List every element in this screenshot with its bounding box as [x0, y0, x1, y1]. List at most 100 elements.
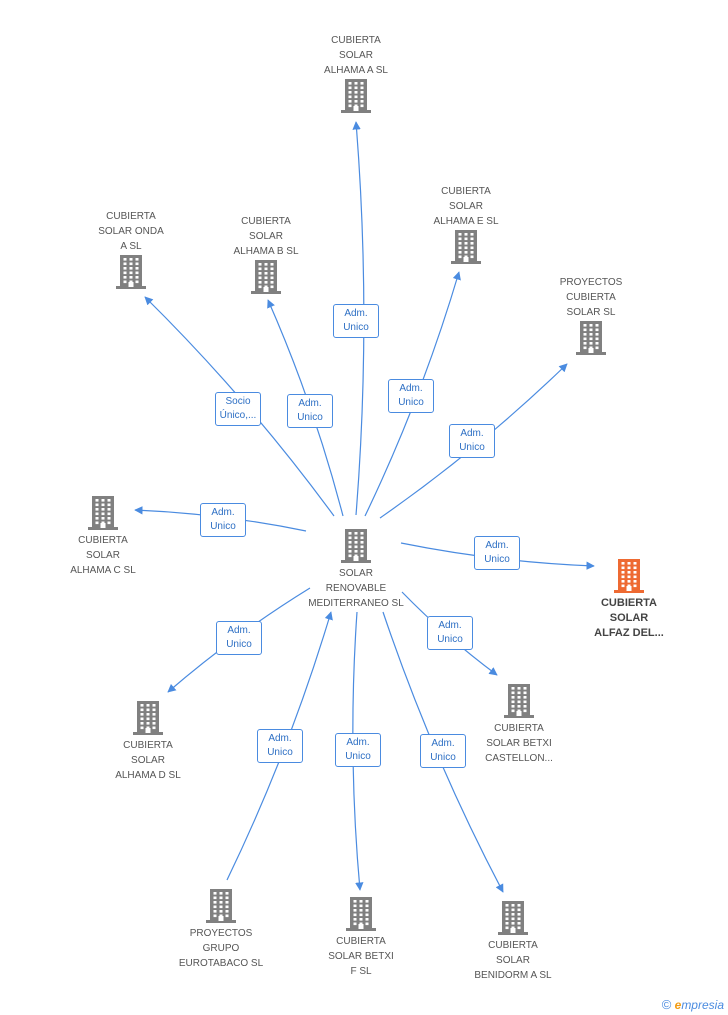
node-label-line: CUBIERTA	[106, 211, 156, 222]
node-label: CUBIERTA SOLAR BETXI CASTELLON...	[459, 721, 579, 766]
edge-label-proyectos-cubierta[interactable]: Adm. Unico	[449, 424, 495, 458]
node-alhama-e[interactable]: CUBIERTA SOLAR ALHAMA E SL	[406, 184, 526, 265]
edge-label-line: Adm.	[298, 398, 322, 409]
node-label-line: SOLAR SL	[566, 307, 616, 318]
edge-label-alhama-a[interactable]: Adm. Unico	[333, 304, 379, 338]
node-label-line: CUBIERTA	[123, 740, 173, 751]
node-label-line: SOLAR ONDA	[98, 226, 164, 237]
node-label: PROYECTOS CUBIERTA SOLAR SL	[531, 275, 651, 320]
brand-logo-e: e	[674, 998, 682, 1012]
edge-label-line: Adm.	[431, 738, 455, 749]
node-label-line: ALFAZ DEL...	[594, 627, 664, 639]
edge-label-line: Adm.	[485, 540, 509, 551]
edge-label-line: Adm.	[460, 428, 484, 439]
node-betxi-castellon[interactable]: CUBIERTA SOLAR BETXI CASTELLON...	[459, 683, 579, 766]
edge-label-line: Adm.	[344, 308, 368, 319]
edge-label-line: Unico	[210, 521, 236, 532]
node-alhama-d[interactable]: CUBIERTA SOLAR ALHAMA D SL	[88, 700, 208, 783]
edge-label-alhama-b[interactable]: Adm. Unico	[287, 394, 333, 428]
edge-label-line: Unico	[226, 639, 252, 650]
node-label: CUBIERTA SOLAR ALHAMA E SL	[406, 184, 526, 229]
node-label-line: CUBIERTA	[441, 186, 491, 197]
node-label: CUBIERTA SOLAR ALHAMA D SL	[88, 738, 208, 783]
node-label: SOLAR RENOVABLE MEDITERRANEO SL	[296, 566, 416, 611]
node-onda[interactable]: CUBIERTA SOLAR ONDA A SL	[71, 209, 191, 290]
edge-label-line: Unico	[430, 752, 456, 763]
node-label-line: SOLAR	[86, 550, 120, 561]
node-center[interactable]: SOLAR RENOVABLE MEDITERRANEO SL	[296, 528, 416, 611]
node-label-line: CUBIERTA	[488, 940, 538, 951]
empresia-brand[interactable]: © empresia	[662, 997, 724, 1012]
building-icon	[206, 259, 326, 295]
edge-label-line: Unico	[437, 634, 463, 645]
node-label-line: SOLAR BETXI	[486, 738, 552, 749]
node-label-line: CUBIERTA	[494, 723, 544, 734]
node-label-line: CUBIERTA	[78, 535, 128, 546]
node-label-line: F SL	[350, 966, 372, 977]
edge-label-betxi-f[interactable]: Adm. Unico	[335, 733, 381, 767]
building-icon	[301, 896, 421, 932]
edge-label-line: Adm.	[399, 383, 423, 394]
building-icon	[71, 254, 191, 290]
edge-label-line: Unico	[343, 322, 369, 333]
node-label-line: SOLAR	[496, 955, 530, 966]
edge-label-line: Unico	[459, 442, 485, 453]
edge-label-alhama-c[interactable]: Adm. Unico	[200, 503, 246, 537]
building-icon	[531, 320, 651, 356]
node-label-line: SOLAR	[609, 612, 649, 624]
brand-logo-text: mpresia	[681, 998, 724, 1012]
building-icon	[43, 495, 163, 531]
node-label-line: SOLAR BETXI	[328, 951, 394, 962]
node-label: CUBIERTA SOLAR ALHAMA C SL	[43, 533, 163, 578]
node-label-line: ALHAMA C SL	[70, 565, 136, 576]
building-icon	[296, 78, 416, 114]
node-label-line: SOLAR	[249, 231, 283, 242]
node-benidorm[interactable]: CUBIERTA SOLAR BENIDORM A SL	[453, 900, 573, 983]
edge-label-alhama-e[interactable]: Adm. Unico	[388, 379, 434, 413]
node-alhama-c[interactable]: CUBIERTA SOLAR ALHAMA C SL	[43, 495, 163, 578]
node-label-line: A SL	[120, 241, 142, 252]
node-label: CUBIERTA SOLAR ONDA A SL	[71, 209, 191, 254]
edge-label-line: Unico	[398, 397, 424, 408]
node-label-line: SOLAR	[449, 201, 483, 212]
edge-label-line: Adm.	[346, 737, 370, 748]
node-label-line: CASTELLON...	[485, 753, 553, 764]
node-label-line: SOLAR	[131, 755, 165, 766]
node-label-line: ALHAMA D SL	[115, 770, 181, 781]
node-label-line: RENOVABLE	[325, 583, 387, 594]
node-label-line: BENIDORM A SL	[474, 970, 552, 981]
edge-label-benidorm[interactable]: Adm. Unico	[420, 734, 466, 768]
edge-label-line: Único,...	[219, 410, 257, 421]
node-label-line: CUBIERTA	[566, 292, 616, 303]
node-label-line: ALHAMA E SL	[433, 216, 499, 227]
edge-label-betxi-castellon[interactable]: Adm.Unico	[427, 616, 473, 650]
node-label-line: ALHAMA B SL	[233, 246, 299, 257]
edge-label-line: Adm.	[268, 733, 292, 744]
node-label-line: PROYECTOS	[559, 277, 623, 288]
copyright-icon: ©	[661, 997, 672, 1012]
edge-label-eurotabaco[interactable]: Adm.Unico	[257, 729, 303, 763]
edge-label-alhama-d[interactable]: Adm.Unico	[216, 621, 262, 655]
node-proyectos-cubierta[interactable]: PROYECTOS CUBIERTA SOLAR SL	[531, 275, 651, 356]
building-icon	[569, 558, 689, 594]
node-label-line: MEDITERRANEO SL	[308, 598, 404, 609]
edge-label-line: Unico	[345, 751, 371, 762]
edge-label-line: Adm.	[211, 507, 235, 518]
node-label-line: SOLAR	[339, 568, 373, 579]
edge-label-line: Unico	[297, 412, 323, 423]
building-icon	[459, 683, 579, 719]
edge-label-line: Socio	[225, 396, 251, 407]
building-icon	[453, 900, 573, 936]
node-label: CUBIERTA SOLAR BENIDORM A SL	[453, 938, 573, 983]
edge-label-alfaz[interactable]: Adm.Unico	[474, 536, 520, 570]
node-label-line: GRUPO	[202, 943, 240, 954]
